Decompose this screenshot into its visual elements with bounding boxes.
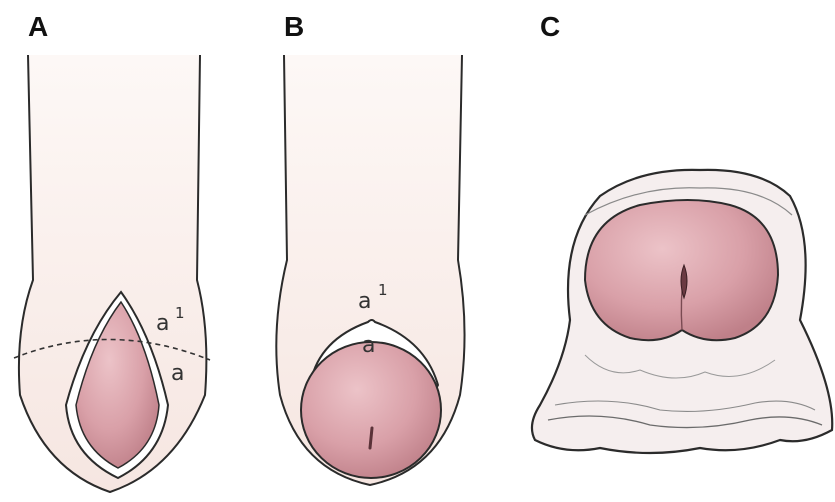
- panel-a-annotation-a1: a: [156, 311, 169, 336]
- panel-b-annotation-a1: a: [358, 289, 371, 314]
- panel-a-label: A: [28, 11, 48, 42]
- panel-b: B a 1 a: [276, 11, 464, 485]
- panel-b-annotation-a1-sup: 1: [378, 281, 388, 299]
- panel-c: C: [532, 11, 832, 453]
- panel-a-annotation-a: a: [171, 361, 184, 386]
- panel-b-glans: [301, 342, 441, 478]
- panel-a-annotation-a1-sup: 1: [175, 304, 185, 322]
- panel-b-label: B: [284, 11, 304, 42]
- panel-a: A a 1 a: [14, 11, 210, 492]
- panel-b-annotation-a: a: [362, 333, 375, 358]
- panel-b-meatus: [370, 428, 372, 448]
- panel-c-label: C: [540, 11, 560, 42]
